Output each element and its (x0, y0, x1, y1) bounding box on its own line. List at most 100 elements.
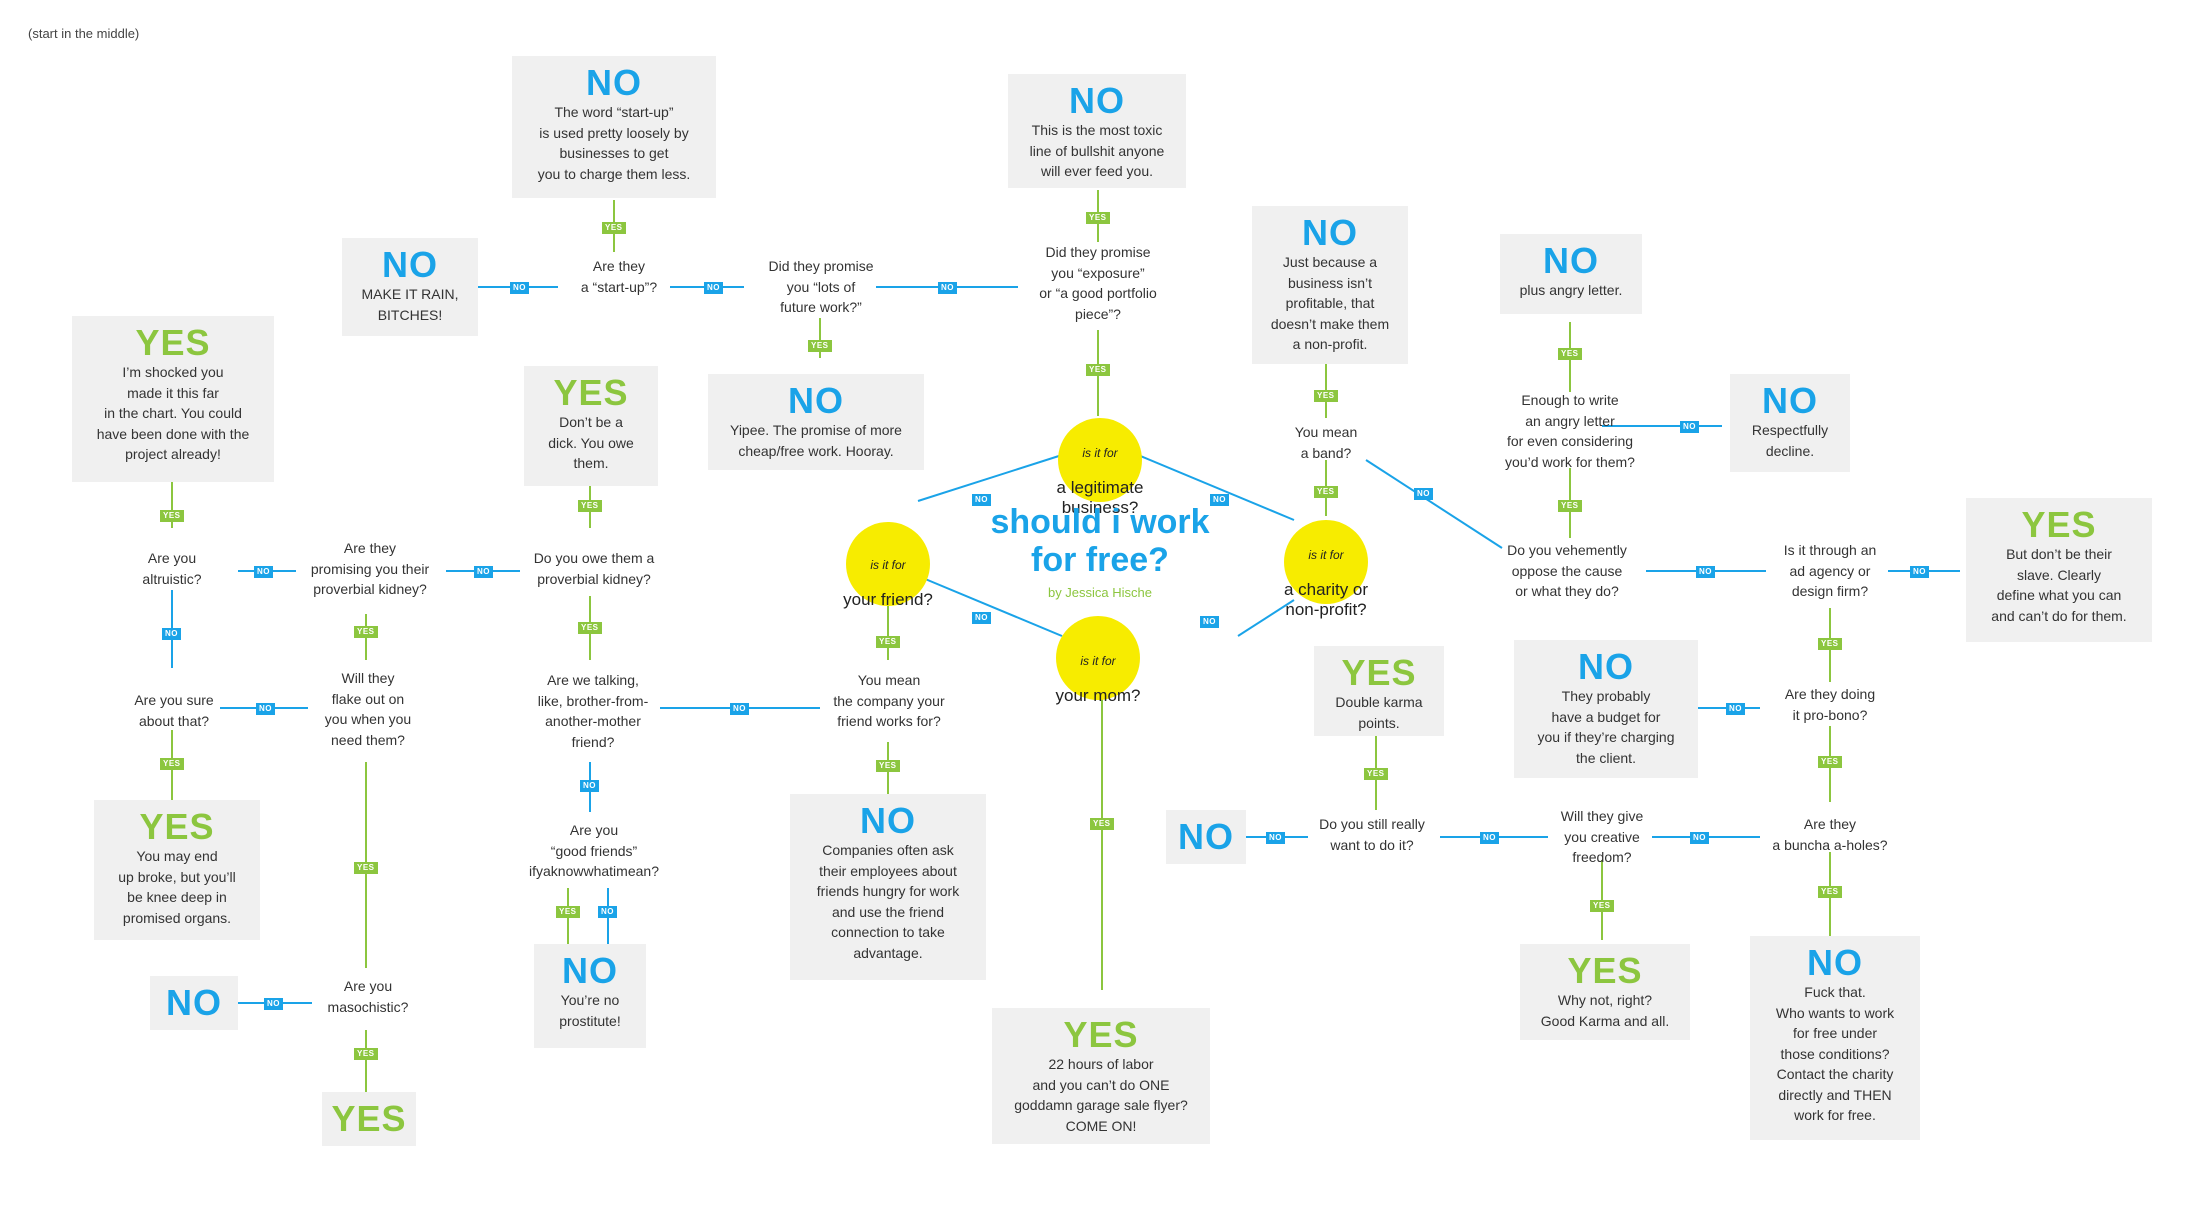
mom-circle-label: is it for your mom? (1038, 636, 1158, 724)
charity-prompt: is it for (1308, 548, 1344, 562)
answer-text: Why not, right? Good Karma and all. (1540, 992, 1670, 1029)
no-tag: NO (474, 566, 493, 578)
no-tag: NO (1200, 616, 1219, 628)
question-oppose: Do you vehemently oppose the cause or wh… (1507, 542, 1627, 599)
yes-tag: YES (1818, 638, 1842, 650)
yes-tag: YES (1364, 768, 1388, 780)
answer-word: NO (788, 380, 844, 421)
no-tag: NO (254, 566, 273, 578)
mom-prompt: is it for (1080, 654, 1116, 668)
answer-word: NO (1543, 240, 1599, 281)
yes-tag: YES (354, 1048, 378, 1060)
charity-circle-label: is it for a charity or non-profit? (1266, 530, 1386, 638)
answer-text: Fuck that. Who wants to work for free un… (1775, 984, 1895, 1123)
answer-word: NO (1578, 646, 1634, 687)
answer-word: NO (562, 950, 618, 991)
answer-word: YES (135, 322, 211, 363)
yes-tag: YES (1314, 486, 1338, 498)
business-circle (1058, 418, 1142, 502)
answer-word: NO (1069, 80, 1125, 121)
answer-text: plus angry letter. (1519, 282, 1623, 298)
answer-garage: YES 22 hours of labor and you can’t do O… (992, 1008, 1210, 1144)
answer-word: NO (860, 800, 916, 841)
yes-tag: YES (1314, 390, 1338, 402)
answer-prostitute: NO You’re no prostitute! (534, 944, 646, 1048)
answer-text: This is the most toxic line of bullshit … (1029, 122, 1165, 179)
no-tag: NO (972, 494, 991, 506)
yes-tag: YES (578, 622, 602, 634)
no-tag: NO (972, 612, 991, 624)
answer-respectfully: NO Respectfully decline. (1730, 374, 1850, 472)
answer-text: But don’t be their slave. Clearly define… (1991, 546, 2127, 624)
mom-circle (1056, 616, 1140, 700)
answer-word: YES (1341, 652, 1417, 693)
answer-word: YES (139, 806, 215, 847)
yes-tag: YES (354, 862, 378, 874)
answer-non-profit: NO Just because a business isn’t profita… (1252, 206, 1408, 364)
no-tag: NO (510, 282, 529, 294)
yes-tag: YES (1558, 500, 1582, 512)
no-tag: NO (1266, 832, 1285, 844)
no-tag: NO (580, 780, 599, 792)
yes-tag: YES (160, 758, 184, 770)
answer-make-it-rain: NO MAKE IT RAIN, BITCHES! (342, 238, 478, 336)
answer-still-want-no: NO (1166, 810, 1246, 864)
answer-word: NO (1178, 816, 1234, 857)
no-tag: NO (1680, 421, 1699, 433)
business-circle-label: is it for a legitimate business? (1028, 428, 1172, 536)
yes-tag: YES (1090, 818, 1114, 830)
yes-tag: YES (1086, 212, 1110, 224)
yes-tag: YES (1818, 886, 1842, 898)
question-kidney-promise: Are they promising you their proverbial … (310, 540, 430, 597)
answer-word: YES (2021, 504, 2097, 545)
page-title: should i work for free? (990, 503, 1210, 579)
answer-companies: NO Companies often ask their employees a… (790, 794, 986, 980)
friend-question: your friend? (843, 590, 933, 609)
question-enough-letter: Enough to write an angry letter for even… (1505, 392, 1635, 470)
answer-fuck-that: NO Fuck that. Who wants to work for free… (1750, 936, 1920, 1140)
yes-tag: YES (160, 510, 184, 522)
question-pro-bono: Are they doing it pro-bono? (1784, 686, 1876, 723)
answer-shocked: YES I’m shocked you made it this far in … (72, 316, 274, 482)
answer-text: I’m shocked you made it this far in the … (96, 364, 250, 462)
friend-circle (846, 522, 930, 606)
answer-word: NO (1807, 942, 1863, 983)
answer-future-work: NO Yipee. The promise of more cheap/free… (708, 374, 924, 470)
answer-text: Companies often ask their employees abou… (816, 842, 960, 961)
answer-text: You may end up broke, but you’ll be knee… (118, 848, 236, 926)
yes-tag: YES (578, 500, 602, 512)
question-altruistic: Are you altruistic? (142, 550, 202, 587)
no-tag: NO (1910, 566, 1929, 578)
answer-text: MAKE IT RAIN, BITCHES! (361, 286, 459, 323)
answer-text: Respectfully decline. (1751, 422, 1829, 459)
answer-broke: YES You may end up broke, but you’ll be … (94, 800, 260, 940)
question-flake: Will they flake out on you when you need… (324, 670, 412, 748)
business-question: a legitimate business? (1056, 478, 1144, 517)
yes-tag: YES (1086, 364, 1110, 376)
question-agency: Is it through an ad agency or design fir… (1783, 542, 1877, 599)
question-exposure: Did they promise you “exposure” or “a go… (1039, 244, 1157, 322)
answer-exposure: NO This is the most toxic line of bullsh… (1008, 74, 1186, 188)
no-tag: NO (1210, 494, 1229, 506)
friend-prompt: is it for (870, 558, 906, 572)
no-tag: NO (1726, 703, 1745, 715)
charity-question: a charity or non-profit? (1283, 580, 1369, 619)
no-tag: NO (264, 998, 283, 1010)
answer-word: NO (1302, 212, 1358, 253)
answer-good-karma: YES Why not, right? Good Karma and all. (1520, 944, 1690, 1040)
friend-circle-label: is it for your friend? (828, 540, 948, 628)
question-brother: Are we talking, like, brother-from- anot… (537, 672, 649, 750)
answer-slave: YES But don’t be their slave. Clearly de… (1966, 498, 2152, 642)
yes-tag: YES (876, 636, 900, 648)
answer-text: Just because a business isn’t profitable… (1270, 254, 1390, 352)
yes-tag: YES (354, 626, 378, 638)
no-tag: NO (704, 282, 723, 294)
answer-word: NO (382, 244, 438, 285)
mom-question: your mom? (1055, 686, 1141, 705)
question-still-want: Do you still really want to do it? (1319, 816, 1425, 853)
no-tag: NO (598, 906, 617, 918)
yes-tag: YES (1818, 756, 1842, 768)
answer-word: YES (331, 1098, 407, 1139)
answer-text: Double karma points. (1335, 694, 1423, 731)
